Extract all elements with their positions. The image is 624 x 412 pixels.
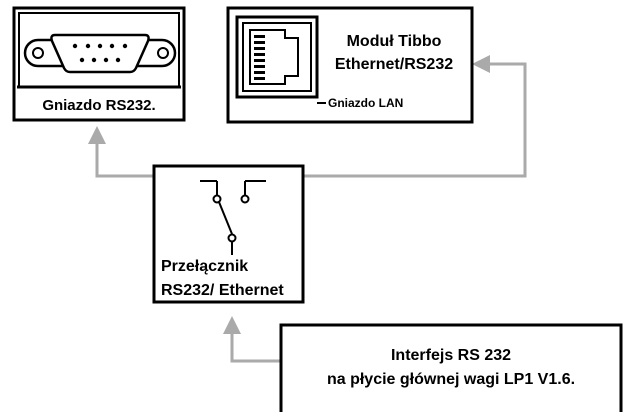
switch-symbol-icon — [200, 180, 266, 255]
db9-connector-icon — [23, 33, 177, 74]
interface-frame — [279, 323, 623, 412]
connector-switch-to-tibbo — [303, 62, 527, 178]
connector-switch-to-rs232 — [95, 140, 154, 178]
arrowhead-up-switch — [223, 316, 241, 334]
switch-frame — [152, 164, 305, 304]
tibbo-module-title-line2: Ethernet/RS232 — [335, 56, 453, 73]
lan-socket-label: Gniazdo LAN — [328, 96, 403, 110]
switch-label-line1: Przełącznik — [161, 258, 248, 275]
tibbo-module-title-line1: Moduł Tibbo — [347, 33, 442, 50]
connector-interface-to-switch — [230, 330, 281, 363]
switch-box: Przełącznik RS232/ Ethernet — [152, 164, 305, 304]
switch-label-line2: RS232/ Ethernet — [161, 282, 284, 299]
tibbo-module-box: Moduł Tibbo Ethernet/RS232 Gniazdo LAN — [226, 6, 474, 124]
arrowhead-up-rs232 — [88, 126, 106, 144]
lan-port-icon — [235, 15, 319, 99]
rs232-socket-box: Gniazdo RS232. — [12, 6, 186, 122]
interface-box: Interfejs RS 232 na płycie głównej wagi … — [279, 323, 623, 412]
interface-label-line2: na płycie głównej wagi LP1 V1.6. — [327, 371, 575, 388]
connector-arrowheads — [88, 55, 490, 334]
interface-label-line1: Interfejs RS 232 — [391, 347, 511, 364]
connector-lines — [95, 62, 527, 363]
rs232-socket-label: Gniazdo RS232. — [42, 97, 155, 114]
arrowhead-left-tibbo — [472, 55, 490, 73]
